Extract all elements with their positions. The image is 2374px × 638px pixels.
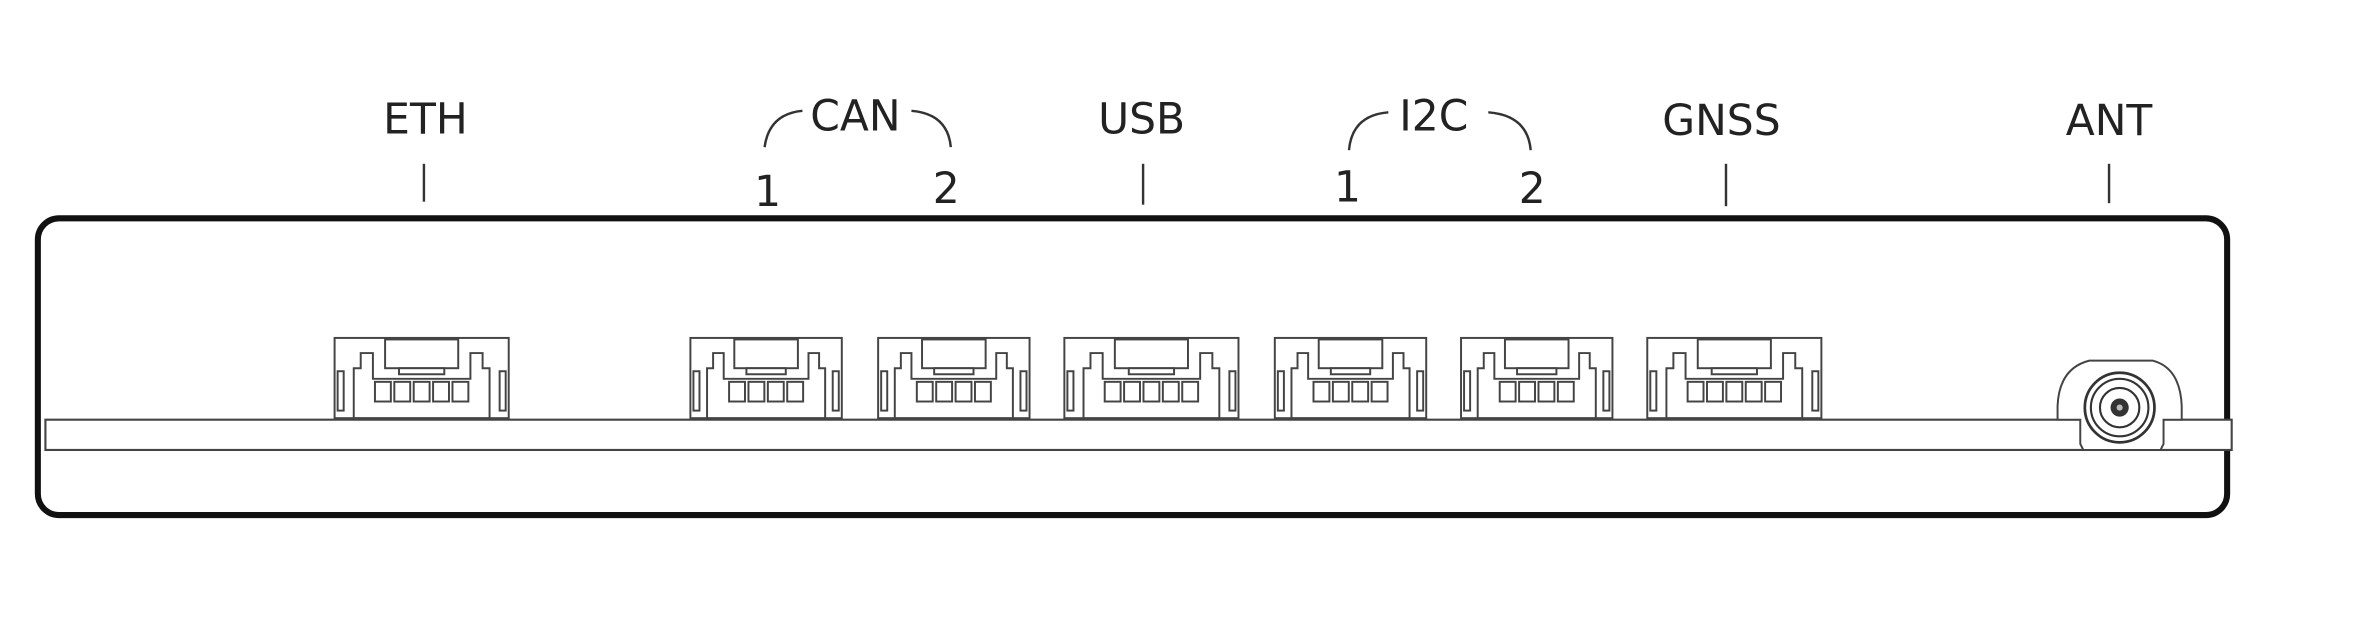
label-can-1: 1 [754, 167, 781, 216]
connector-pin [1142, 380, 1161, 403]
connector-pin [451, 380, 470, 403]
bracket-i2c-right [1488, 111, 1532, 151]
connector-side-slot [1602, 370, 1611, 412]
label-can-2: 2 [933, 164, 960, 213]
label-i2c-2: 2 [1519, 164, 1546, 213]
antenna-ring-inner [2098, 386, 2141, 429]
connector-pin [1351, 380, 1370, 403]
connector-latch-base [933, 367, 975, 376]
connector-latch-base [1329, 367, 1372, 376]
connector-gnss [1646, 336, 1823, 420]
connector-latch-base [1127, 367, 1176, 376]
antenna-ring-outer [2083, 371, 2156, 444]
connector-pin [1764, 380, 1783, 403]
connector-pin [1312, 380, 1331, 403]
connector-side-slot [1649, 370, 1658, 412]
connector-pin [373, 380, 392, 403]
connector-pin [1498, 380, 1517, 403]
connector-latch-base [745, 367, 787, 376]
connector-pin [1331, 380, 1350, 403]
connector-latch [1696, 338, 1772, 370]
connector-pin [728, 380, 746, 403]
connector-side-slot [1276, 370, 1285, 412]
connector-pin [1725, 380, 1744, 403]
label-gnss: GNSS [1662, 96, 1780, 145]
connector-pin [1370, 380, 1389, 403]
bracket-can-left [763, 109, 803, 148]
connector-i2c-1 [1273, 336, 1428, 420]
connector-can-2 [877, 336, 1031, 420]
connector-latch-base [1516, 367, 1558, 376]
connector-latch [921, 338, 987, 370]
connector-pin [1537, 380, 1556, 403]
connector-latch-base [398, 367, 446, 376]
connector-pin [412, 380, 431, 403]
antenna-connector [2056, 359, 2183, 451]
label-i2c-1: 1 [1334, 163, 1361, 212]
connector-latch [1503, 338, 1570, 370]
connector-side-slot [692, 370, 701, 412]
connector-pin [1686, 380, 1705, 403]
connector-i2c-2 [1460, 336, 1614, 420]
connector-side-slot [1019, 370, 1028, 412]
connector-pin [1706, 380, 1724, 403]
connectors [333, 336, 1823, 420]
connector-side-slot [336, 370, 345, 412]
connector-pin [747, 380, 766, 403]
antenna-pin-center [2116, 404, 2123, 411]
connector-pin [935, 380, 954, 403]
antenna-ring [2089, 377, 2150, 438]
connector-pin [1518, 380, 1536, 403]
connector-side-slot [880, 370, 889, 412]
connector-pin [1161, 380, 1180, 403]
connector-pin [1181, 380, 1200, 403]
connector-pin [1744, 380, 1763, 403]
connector-pin [1103, 380, 1122, 403]
connector-side-slot [1811, 370, 1820, 412]
label-i2c: I2C [1399, 92, 1468, 141]
connector-pin [786, 380, 805, 403]
connector-pin [954, 380, 973, 403]
label-can: CAN [810, 92, 900, 141]
connector-latch [1113, 338, 1189, 370]
connector-side-slot [1228, 370, 1237, 412]
label-eth: ETH [383, 95, 468, 144]
connector-eth [333, 336, 510, 420]
connector-pin [432, 380, 450, 403]
connector-pin [1556, 380, 1575, 403]
connector-latch [733, 338, 799, 370]
connector-side-slot [498, 370, 507, 412]
connector-can-1 [689, 336, 843, 420]
label-ant: ANT [2066, 96, 2154, 145]
enclosure-outline [34, 215, 2231, 519]
connector-pin [393, 380, 412, 403]
connector-pin [766, 380, 785, 403]
connector-pin [973, 380, 992, 403]
connector-side-slot [831, 370, 840, 412]
connector-latch [1317, 338, 1384, 370]
connector-latch [384, 338, 460, 370]
connector-pin [915, 380, 934, 403]
label-usb: USB [1098, 95, 1185, 144]
connector-usb [1063, 336, 1240, 420]
bracket-i2c-left [1347, 111, 1389, 151]
connector-latch-base [1710, 367, 1758, 376]
connector-side-slot [1463, 370, 1472, 412]
connector-side-slot [1416, 370, 1425, 412]
connector-pin [1123, 380, 1141, 403]
bracket-can-right [911, 109, 953, 148]
pcb-board [44, 418, 2233, 452]
connector-side-slot [1066, 370, 1075, 412]
